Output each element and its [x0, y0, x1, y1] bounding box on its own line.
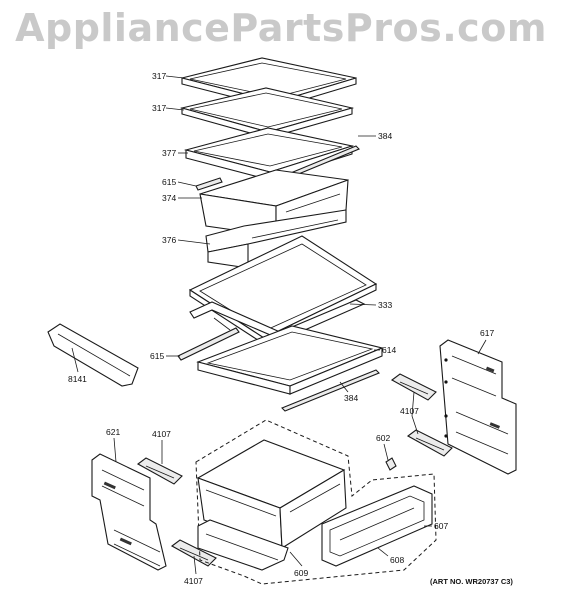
art-number: (ART NO. WR20737 C3): [430, 577, 513, 586]
cover-8141: [47, 323, 139, 387]
glass-shelf-614: [196, 325, 384, 395]
callout-4107-upper: 4107: [400, 406, 419, 416]
slide-4107-middle: [406, 429, 453, 457]
callout-317-second: 317: [152, 103, 166, 113]
callout-617: 617: [480, 328, 494, 338]
slide-4107-bottom: [170, 539, 217, 567]
callout-615-lower: 615: [150, 351, 164, 361]
callout-609: 609: [294, 568, 308, 578]
callout-384-lower: 384: [344, 393, 358, 403]
callout-621: 621: [106, 427, 120, 437]
drawer-front-608: [321, 485, 433, 567]
callout-317-top: 317: [152, 71, 166, 81]
bracket-617: [439, 339, 517, 475]
part-602: [385, 457, 397, 471]
callout-333: 333: [378, 300, 392, 310]
callout-374: 374: [162, 193, 176, 203]
callout-607: 607: [434, 521, 448, 531]
callout-376: 376: [162, 235, 176, 245]
rail-615-top: [195, 177, 223, 191]
callout-377: 377: [162, 148, 176, 158]
callout-615-top: 615: [162, 177, 176, 187]
slide-4107-upper: [390, 373, 437, 401]
slide-4107-left: [136, 457, 183, 485]
leader-lines: [71, 75, 487, 575]
callout-608: 608: [390, 555, 404, 565]
callout-8141: 8141: [68, 374, 87, 384]
glass-shelf-317-second: [179, 87, 355, 139]
callout-4107-bottom: 4107: [184, 576, 203, 586]
cover-376: [205, 209, 347, 269]
bracket-621: [91, 453, 167, 571]
drawer-609: [196, 439, 347, 571]
callout-4107-left: 4107: [152, 429, 171, 439]
rod-384-lower: [281, 369, 380, 412]
callout-602: 602: [376, 433, 390, 443]
watermark-text: AppliancePartsPros.com: [15, 6, 547, 50]
callout-384-top: 384: [378, 131, 392, 141]
callouts: 317 317 384 377 615 374 376 333 615 614 …: [68, 71, 513, 586]
callout-614: 614: [382, 345, 396, 355]
crisper-drawer-assembly-outline: [195, 419, 437, 585]
rail-615-lower: [177, 327, 240, 361]
